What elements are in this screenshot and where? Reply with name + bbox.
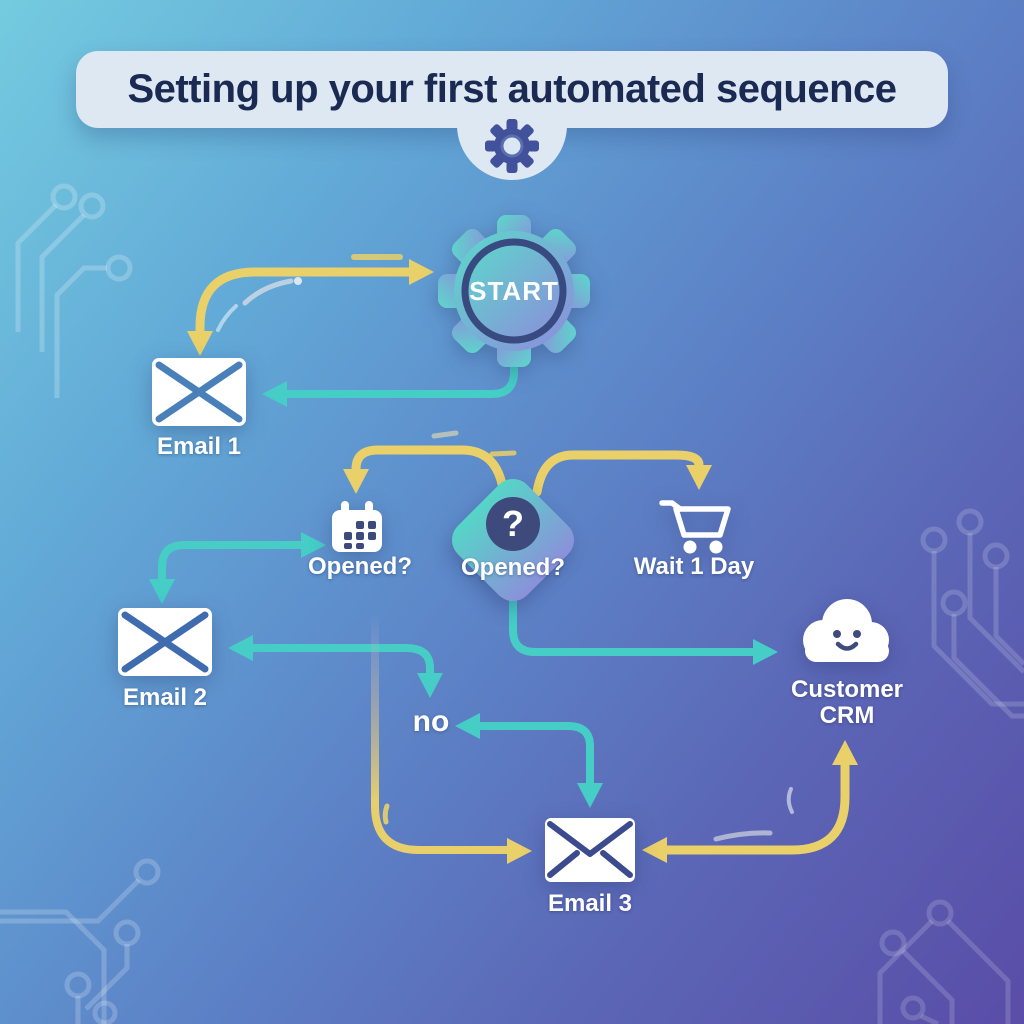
email2-icon (118, 608, 212, 676)
start-label: START (469, 276, 559, 306)
gear-icon (485, 119, 539, 173)
arrowhead-into-email1-top (187, 331, 213, 356)
wait-label: Wait 1 Day (633, 553, 755, 580)
arrow-decision-to-calendar (351, 445, 507, 489)
email2-label: Email 2 (122, 684, 208, 711)
arrowhead-into-calendar (343, 469, 369, 494)
accent-dot (294, 277, 302, 285)
arrowhead-into-crm-bottom (832, 740, 858, 765)
arrowhead-into-email3-right (642, 837, 667, 863)
email1-icon (152, 358, 246, 426)
arrowhead-into-no-side (455, 713, 480, 739)
crm-label: Customer CRM (791, 677, 903, 729)
arrow-start-to-email1 (283, 348, 518, 398)
accent-dash-curve-3 (713, 830, 773, 842)
crm-cloud-icon (803, 599, 889, 662)
dash-above-branch-left (431, 430, 459, 439)
arrow-to-email2-and-calendar (158, 541, 305, 583)
email1-label: Email 1 (156, 433, 242, 460)
arrow-email1-start (195, 267, 414, 336)
accent-dash-curve-4 (786, 787, 794, 814)
crm-label-line2: CRM (819, 702, 875, 729)
arrow-no-to-email3 (476, 722, 594, 787)
cart-icon (659, 500, 731, 554)
arrow-email3-to-crm (662, 760, 850, 855)
calendar-icon (332, 501, 382, 552)
arrowhead-into-no (417, 673, 443, 698)
email3-label: Email 3 (547, 890, 633, 917)
arrow-decision-to-crm (509, 594, 757, 656)
start-gear-shape: START (438, 215, 590, 367)
title-banner: Setting up your first automated sequence (76, 51, 948, 128)
circuit-pattern-mid-right (920, 508, 1024, 719)
decision-label: Opened? (460, 554, 566, 581)
no-branch-label: no (412, 705, 450, 738)
arrowhead-into-crm (753, 639, 778, 665)
question-mark-icon: ? (486, 497, 540, 551)
arrowhead-into-email3-top (577, 783, 603, 808)
crm-label-line1: Customer (790, 676, 904, 703)
accent-dash-curve-2 (216, 304, 238, 332)
page-title: Setting up your first automated sequence (127, 67, 897, 111)
arrowhead-into-email2-top (149, 579, 175, 604)
email3-icon (545, 818, 635, 882)
arrowhead-into-email1-side (262, 381, 287, 407)
calendar-label: Opened? (307, 553, 413, 580)
circuit-pattern-top-left (15, 183, 133, 398)
arrow-to-email2-and-no (249, 644, 434, 677)
start-node: START (438, 215, 590, 367)
arrow-calendar-to-email3 (371, 612, 511, 854)
circuit-pattern-bottom-right (877, 899, 1011, 1024)
arrowhead-into-email3-left (507, 838, 532, 864)
arrowhead-into-wait (686, 465, 712, 490)
arrow-decision-to-wait (532, 450, 704, 497)
accent-dash-curve-1 (242, 278, 294, 306)
circuit-pattern-bottom-left (0, 858, 161, 1024)
dash-above-branch-right (489, 450, 517, 457)
accent-tick-yellow (382, 803, 390, 825)
arrowhead-into-email2-side (228, 635, 253, 661)
